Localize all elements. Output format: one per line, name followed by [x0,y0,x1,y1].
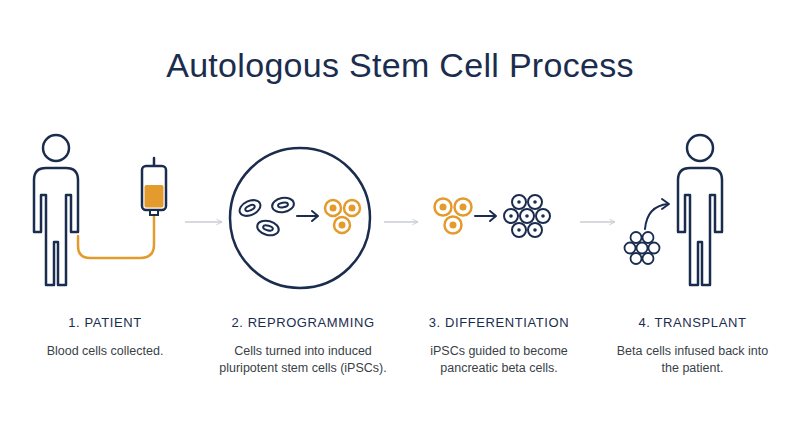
step-description: iPSCs guided to become pancreatic beta c… [409,343,589,377]
ipsc-nucleus [339,222,346,229]
beta-nucleus [509,214,513,218]
infusion-arrow-head [662,199,669,209]
inner-arrow-shaft [475,215,495,217]
process-step: 3. DIFFERENTIATIONiPSCs guided to become… [418,130,580,360]
patient-figure [34,135,78,285]
step-description: Blood cells collected. [15,343,195,360]
beta-cell [504,209,518,223]
ipsc-nucleus [330,205,337,212]
beta-nucleus [533,228,537,232]
blood-cell [271,196,295,214]
beta-cell [631,253,642,264]
beta-nucleus [525,214,529,218]
beta-cell [528,195,542,209]
step-heading: 1. PATIENT [15,315,195,330]
beta-nucleus [533,200,537,204]
iv-tube [78,215,154,258]
beta-cell [649,243,660,254]
flow-arrow [185,221,222,222]
ipsc-cells [325,200,360,233]
ipsc-cells [435,199,472,234]
inner-arrow-head [490,211,496,221]
beta-cell [643,253,654,264]
patient-body [34,168,78,285]
inner-arrow-shaft [297,215,317,217]
blood-cell-center [244,204,255,212]
beta-cell [536,209,550,223]
diagram-title: Autologous Stem Cell Process [0,46,800,85]
process-step: 2. REPROGRAMMINGCells turned into induce… [222,130,384,360]
beta-cell [528,223,542,237]
blood-cell-center [278,202,289,208]
reprogramming-illustration [230,148,370,288]
beta-cell [512,195,526,209]
flow-arrow [580,221,615,222]
ipsc-cell [325,200,341,216]
iv-bag-outline [142,166,166,210]
beta-cell [637,243,648,254]
patient-head [687,135,713,161]
patient-body [678,168,722,285]
beta-cell [631,232,642,243]
beta-nucleus [517,200,521,204]
iv-bag-outlet [150,210,158,215]
beta-cell [625,243,636,254]
ipsc-nucleus [440,204,447,211]
flow-arrow [384,221,418,222]
ipsc-nucleus [460,204,467,211]
beta-cell [512,223,526,237]
beta-nucleus [517,228,521,232]
ipsc-cell [344,200,360,216]
beta-nucleus [541,214,545,218]
inner-arrow [475,211,496,221]
inner-arrow [297,211,318,221]
beta-cell-cluster [625,232,660,264]
ipsc-cell [334,217,350,233]
blood-cell [237,197,263,219]
petri-circle [230,148,370,288]
iv-bag-fluid [145,185,164,208]
beta-cell [520,209,534,223]
step-description: Cells turned into induced pluripotent st… [206,343,401,377]
beta-cell-nuclei [509,200,545,232]
step-heading: 4. TRANSPLANT [603,315,783,330]
patient-figure [678,135,722,285]
iv-bag [78,158,166,258]
beta-cell-cluster [504,195,550,237]
ipsc-cell [435,199,452,216]
process-step: 4. TRANSPLANTBeta cells infused back int… [615,130,770,360]
step-heading: 2. REPROGRAMMING [203,315,403,330]
ipsc-cell [445,217,462,234]
step-heading: 3. DIFFERENTIATION [399,315,599,330]
patient-head [43,135,69,161]
blood-cell-center [263,224,274,231]
differentiation-illustration [435,195,551,237]
inner-arrow-head [312,211,318,221]
process-step: 1. PATIENTBlood cells collected. [25,130,185,360]
transplant-illustration [625,135,723,285]
ipsc-nucleus [349,205,356,212]
ipsc-cell [455,199,472,216]
step-description: Beta cells infused back into the patient… [613,343,773,377]
beta-cell [643,232,654,243]
blood-cells [237,196,295,237]
ipsc-nucleus [450,222,457,229]
blood-cell [256,218,281,237]
